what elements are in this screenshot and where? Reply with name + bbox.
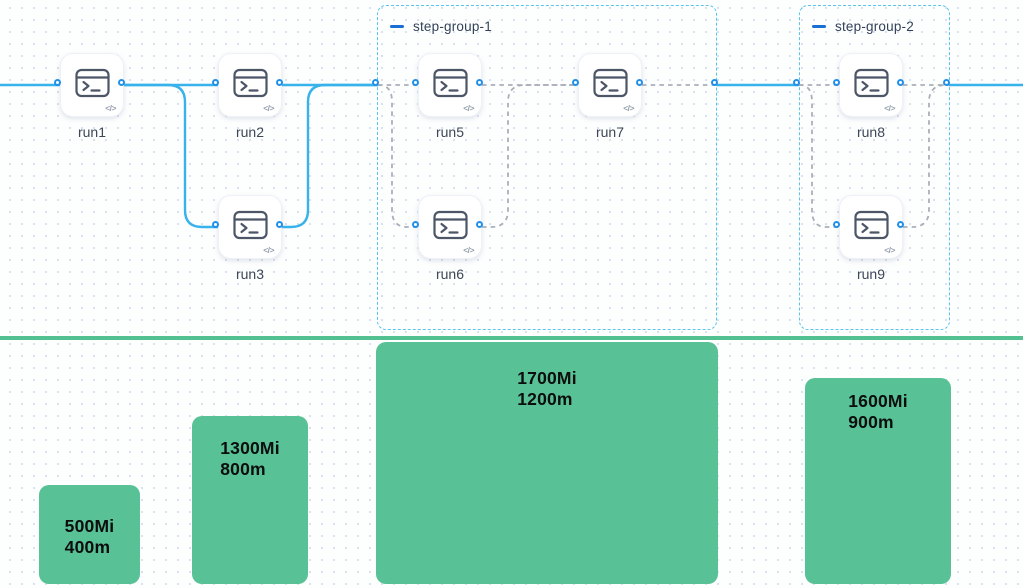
terminal-icon bbox=[592, 68, 628, 98]
group-label-row: step-group-2 bbox=[812, 19, 914, 34]
node-run2[interactable]: </> bbox=[218, 53, 282, 117]
code-icon: </> bbox=[263, 245, 274, 255]
port-group1-out[interactable] bbox=[711, 79, 718, 86]
edge-run3-group1 bbox=[280, 83, 380, 229]
node-label: run6 bbox=[435, 266, 465, 282]
port-run9-out[interactable] bbox=[897, 221, 904, 228]
node-label: run5 bbox=[435, 124, 465, 140]
port-run5-in[interactable] bbox=[412, 79, 419, 86]
port-group1-in[interactable] bbox=[372, 79, 379, 86]
edge-run6-run7 bbox=[482, 84, 578, 228]
step-group-2-container[interactable]: step-group-2 bbox=[799, 5, 950, 330]
terminal-icon bbox=[853, 210, 889, 240]
collapse-minus-icon[interactable] bbox=[812, 25, 826, 28]
resource-bar-label: 500Mi 400m bbox=[65, 485, 115, 584]
port-run2-out[interactable] bbox=[276, 79, 283, 86]
port-run2-in[interactable] bbox=[212, 79, 219, 86]
port-run8-in[interactable] bbox=[833, 79, 840, 86]
node-run6[interactable]: </> bbox=[418, 195, 482, 259]
node-label: run9 bbox=[856, 266, 886, 282]
node-run1[interactable]: </> bbox=[60, 53, 124, 117]
node-label: run1 bbox=[77, 124, 107, 140]
memory-value: 1600Mi bbox=[848, 391, 908, 411]
cpu-value: 900m bbox=[848, 412, 894, 432]
node-run8[interactable]: </> bbox=[839, 53, 903, 117]
edge-run9-group2out bbox=[903, 84, 949, 228]
memory-value: 500Mi bbox=[64, 516, 115, 536]
resource-bar-step-group-1: 1700Mi 1200m bbox=[376, 342, 718, 584]
port-run3-out[interactable] bbox=[276, 221, 283, 228]
resource-bar-label: 1600Mi 900m bbox=[848, 378, 908, 584]
cpu-value: 400m bbox=[64, 537, 111, 557]
cpu-value: 1200m bbox=[517, 389, 573, 409]
memory-value: 1700Mi bbox=[517, 368, 577, 388]
port-run3-in[interactable] bbox=[212, 221, 219, 228]
resource-divider-line bbox=[0, 336, 1023, 340]
cpu-value: 800m bbox=[220, 459, 266, 479]
group-label: step-group-2 bbox=[835, 19, 914, 34]
port-run5-out[interactable] bbox=[476, 79, 483, 86]
edge-group2in-run9 bbox=[799, 84, 839, 228]
node-run5[interactable]: </> bbox=[418, 53, 482, 117]
edge-run1-run3 bbox=[122, 83, 220, 229]
edge-group1in-run6 bbox=[378, 84, 418, 228]
port-group2-in[interactable] bbox=[793, 79, 800, 86]
step-group-1-container[interactable]: step-group-1 bbox=[377, 5, 717, 330]
code-icon: </> bbox=[884, 103, 895, 113]
group-label-row: step-group-1 bbox=[390, 19, 492, 34]
terminal-icon bbox=[232, 210, 268, 240]
port-run9-in[interactable] bbox=[833, 221, 840, 228]
port-run7-out[interactable] bbox=[636, 79, 643, 86]
node-run7[interactable]: </> bbox=[578, 53, 642, 117]
terminal-icon bbox=[853, 68, 889, 98]
code-icon: </> bbox=[623, 103, 634, 113]
terminal-icon bbox=[232, 68, 268, 98]
group-label: step-group-1 bbox=[413, 19, 492, 34]
code-icon: </> bbox=[463, 245, 474, 255]
resource-bar-label: 1700Mi 1200m bbox=[517, 342, 577, 584]
terminal-icon bbox=[432, 210, 468, 240]
port-run1-out[interactable] bbox=[118, 79, 125, 86]
node-label: run2 bbox=[235, 124, 265, 140]
code-icon: </> bbox=[463, 103, 474, 113]
port-run6-out[interactable] bbox=[476, 221, 483, 228]
node-label: run7 bbox=[595, 124, 625, 140]
port-run8-out[interactable] bbox=[897, 79, 904, 86]
port-run7-in[interactable] bbox=[572, 79, 579, 86]
code-icon: </> bbox=[105, 103, 116, 113]
node-run3[interactable]: </> bbox=[218, 195, 282, 259]
code-icon: </> bbox=[263, 103, 274, 113]
node-run9[interactable]: </> bbox=[839, 195, 903, 259]
resource-bar-run2-run3: 1300Mi 800m bbox=[192, 416, 308, 584]
code-icon: </> bbox=[884, 245, 895, 255]
resource-bar-run1: 500Mi 400m bbox=[39, 485, 140, 584]
terminal-icon bbox=[74, 68, 110, 98]
port-run1-in[interactable] bbox=[54, 79, 61, 86]
resource-bar-step-group-2: 1600Mi 900m bbox=[805, 378, 951, 584]
port-group2-out[interactable] bbox=[943, 79, 950, 86]
resource-bar-label: 1300Mi 800m bbox=[220, 416, 280, 584]
node-label: run8 bbox=[856, 124, 886, 140]
node-label: run3 bbox=[235, 266, 265, 282]
collapse-minus-icon[interactable] bbox=[390, 25, 404, 28]
memory-value: 1300Mi bbox=[220, 438, 280, 458]
port-run6-in[interactable] bbox=[412, 221, 419, 228]
terminal-icon bbox=[432, 68, 468, 98]
